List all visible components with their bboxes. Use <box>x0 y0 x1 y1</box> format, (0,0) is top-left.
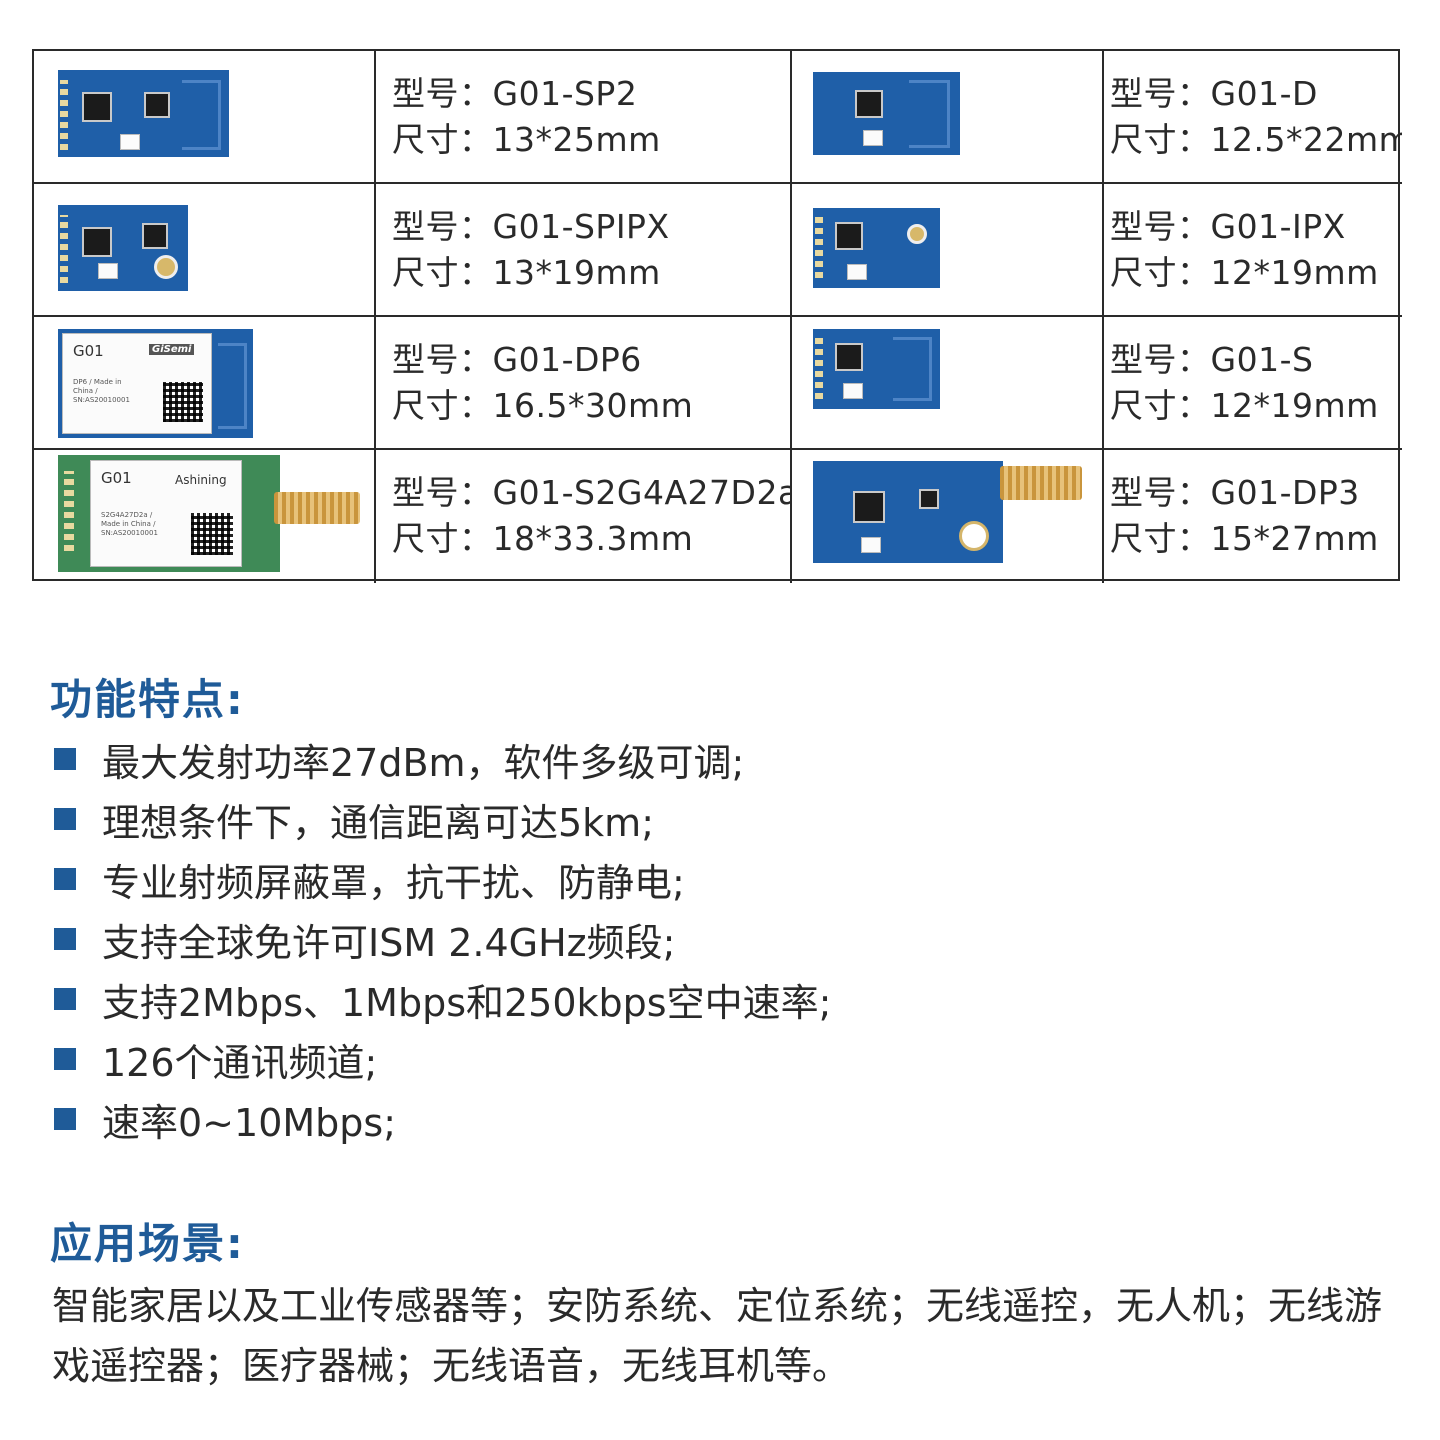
module-label-fineprint: DP6 / Made in China / SN:AS20010001 <box>73 378 130 404</box>
list-item: 最大发射功率27dBm，软件多级可调; <box>54 729 831 789</box>
bullet-square-icon <box>54 1108 76 1130</box>
list-item: 理想条件下，通信距离可达5km; <box>54 789 831 849</box>
module-image-g01-dp6: G01 GiSemi DP6 / Made in China / SN:AS20… <box>58 329 253 438</box>
size-text: 尺寸：12*19mm <box>1110 386 1379 425</box>
product-spec-cell: 型号：G01-SP2 尺寸：13*25mm <box>376 51 792 184</box>
list-item: 支持2Mbps、1Mbps和250kbps空中速率; <box>54 969 831 1029</box>
model-text: 型号：G01-S2G4A27D2a <box>392 473 792 512</box>
product-image-cell <box>792 51 1104 184</box>
module-shield-label: G01 Ashining S2G4A27D2a / Made in China … <box>90 460 242 567</box>
list-item: 126个通讯频道; <box>54 1029 831 1089</box>
product-image-cell <box>792 184 1104 317</box>
bullet-square-icon <box>54 1048 76 1070</box>
sma-antenna-connector-icon <box>274 492 360 524</box>
size-text: 尺寸：18*33.3mm <box>392 519 694 558</box>
size-text: 尺寸：16.5*30mm <box>392 386 694 425</box>
product-spec-cell: 型号：G01-DP3 尺寸：15*27mm <box>1104 450 1402 583</box>
bullet-square-icon <box>54 748 76 770</box>
module-image-g01-spipx <box>58 205 188 291</box>
model-text: 型号：G01-S <box>1110 340 1314 379</box>
model-text: 型号：G01-DP3 <box>1110 473 1360 512</box>
bullet-square-icon <box>54 988 76 1010</box>
applications-text: 智能家居以及工业传感器等；安防系统、定位系统；无线遥控，无人机；无线游戏遥控器；… <box>52 1284 1383 1388</box>
product-image-cell <box>792 317 1104 450</box>
qr-code-icon <box>191 513 233 555</box>
list-item: 专业射频屏蔽罩，抗干扰、防静电; <box>54 849 831 909</box>
module-label-title: G01 <box>101 469 132 487</box>
module-label-title: G01 <box>73 342 104 360</box>
module-image-g01-sp2 <box>58 70 229 157</box>
size-text: 尺寸：13*25mm <box>392 120 661 159</box>
module-label-brand: GiSemi <box>149 344 195 355</box>
list-item: 支持全球免许可ISM 2.4GHz频段; <box>54 909 831 969</box>
product-image-cell <box>34 51 376 184</box>
list-item: 速率0~10Mbps; <box>54 1089 831 1149</box>
product-image-cell: G01 GiSemi DP6 / Made in China / SN:AS20… <box>34 317 376 450</box>
model-text: 型号：G01-IPX <box>1110 207 1346 246</box>
bullet-square-icon <box>54 928 76 950</box>
module-image-g01-d <box>813 72 960 155</box>
bullet-square-icon <box>54 808 76 830</box>
product-spec-cell: 型号：G01-S2G4A27D2a 尺寸：18*33.3mm <box>376 450 792 583</box>
module-image-g01-ipx <box>813 208 940 288</box>
product-spec-cell: 型号：G01-S 尺寸：12*19mm <box>1104 317 1402 450</box>
product-spec-cell: 型号：G01-D 尺寸：12.5*22mm <box>1104 51 1402 184</box>
product-image-cell: G01 Ashining S2G4A27D2a / Made in China … <box>34 450 376 583</box>
product-image-cell <box>34 184 376 317</box>
module-label-brand: Ashining <box>175 473 227 487</box>
applications-heading: 应用场景: <box>50 1219 245 1268</box>
sma-antenna-connector-icon <box>1000 466 1082 500</box>
features-heading: 功能特点: <box>50 675 245 724</box>
module-shield-label: G01 GiSemi DP6 / Made in China / SN:AS20… <box>62 333 212 434</box>
module-image-g01-s <box>813 329 940 409</box>
size-text: 尺寸：13*19mm <box>392 253 661 292</box>
product-table: 型号：G01-SP2 尺寸：13*25mm 型号：G01-D 尺寸：12.5*2… <box>32 49 1402 583</box>
bullet-square-icon <box>54 868 76 890</box>
qr-code-icon <box>163 382 203 422</box>
size-text: 尺寸：12.5*22mm <box>1110 120 1402 159</box>
model-text: 型号：G01-SPIPX <box>392 207 670 246</box>
product-spec-cell: 型号：G01-IPX 尺寸：12*19mm <box>1104 184 1402 317</box>
product-image-cell <box>792 450 1104 583</box>
size-text: 尺寸：15*27mm <box>1110 519 1379 558</box>
module-image-g01-dp3 <box>813 461 1003 563</box>
product-spec-cell: 型号：G01-SPIPX 尺寸：13*19mm <box>376 184 792 317</box>
product-spec-cell: 型号：G01-DP6 尺寸：16.5*30mm <box>376 317 792 450</box>
module-label-fineprint: S2G4A27D2a / Made in China / SN:AS200100… <box>101 511 158 537</box>
model-text: 型号：G01-DP6 <box>392 340 642 379</box>
features-list: 最大发射功率27dBm，软件多级可调; 理想条件下，通信距离可达5km; 专业射… <box>54 729 831 1149</box>
module-image-g01-s2g4a27d2a: G01 Ashining S2G4A27D2a / Made in China … <box>58 455 280 572</box>
size-text: 尺寸：12*19mm <box>1110 253 1379 292</box>
model-text: 型号：G01-D <box>1110 74 1318 113</box>
model-text: 型号：G01-SP2 <box>392 74 638 113</box>
